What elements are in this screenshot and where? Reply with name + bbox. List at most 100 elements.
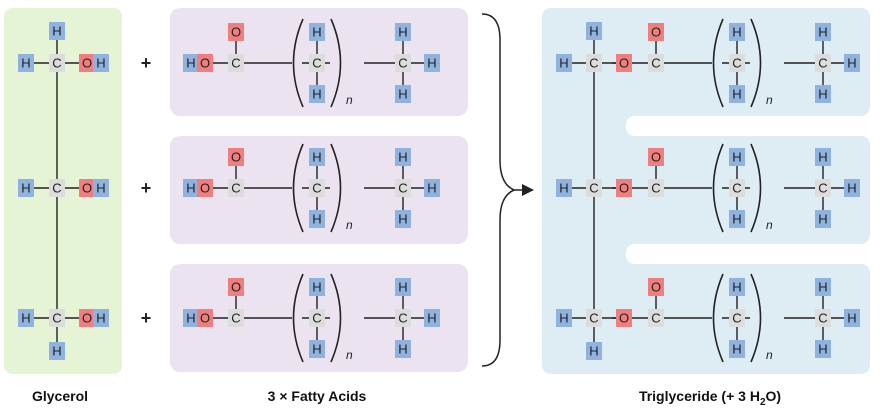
fatty-acid-ch3-carbon-box	[395, 179, 411, 197]
fatty-acid-acid-h-box	[183, 179, 199, 197]
triglyceride-ester-ch3-top-h-symbol: H	[818, 280, 827, 295]
triglyceride-ester-ch3-bottom-h-box	[815, 210, 831, 228]
fatty-acid-ch3-end-h-symbol: H	[427, 311, 436, 326]
fatty-acid-ch2-bottom-h-symbol: H	[312, 87, 321, 102]
glycerol-hydroxyl-h-box	[93, 54, 109, 72]
triglyceride-glycerol-carbon-symbol: C	[589, 311, 598, 326]
fatty-acid-ch3-top-h-box	[395, 278, 411, 296]
glycerol-hydroxyl-h-box	[93, 309, 109, 327]
fatty-acid-ch2-bottom-h-symbol: H	[312, 212, 321, 227]
triglyceride-ester-ch3-carbon-symbol: C	[818, 181, 827, 196]
triglyceride-caption-subscript: 2	[759, 396, 766, 408]
triglyceride-ester-ch2-bottom-h-box	[729, 210, 745, 228]
fatty-acid-ch2-carbon-box	[309, 54, 325, 72]
triglyceride-ester-ch2-carbon-box	[729, 309, 745, 327]
bracket-right	[750, 18, 762, 108]
glycerol-carbon-box	[49, 179, 65, 197]
fatty-acid-repeat-n: n	[346, 348, 353, 362]
fatty-acid-carbonyl-oxygen-symbol: O	[231, 280, 241, 295]
fatty-acid-acid-oxygen-symbol: O	[200, 56, 210, 71]
triglyceride-left-h-symbol: H	[559, 56, 568, 71]
fatty-acid-ch2-top-h-box	[309, 148, 325, 166]
triglyceride-ester-ch3-bottom-h-symbol: H	[818, 87, 827, 102]
triglyceride-ester-carbonyl-carbon-box	[648, 179, 664, 197]
triglyceride-ester-ch2-carbon-box	[729, 54, 745, 72]
triglyceride-ester-oxygen-box	[616, 309, 632, 327]
glycerol-bottom-h-symbol: H	[52, 344, 61, 359]
triglyceride-bottom-h-symbol: H	[589, 344, 598, 359]
plus-sign: +	[141, 53, 152, 73]
triglyceride-ester-ch3-bottom-h-symbol: H	[818, 212, 827, 227]
triglyceride-ester-ch3-top-h-box	[815, 23, 831, 41]
fatty-acid-carbonyl-oxygen-box	[228, 148, 244, 166]
triglyceride-ester-carbonyl-oxygen-symbol: O	[651, 25, 661, 40]
triglyceride-caption-suffix: O)	[765, 388, 782, 404]
fatty-acid-carbonyl-carbon-box	[228, 309, 244, 327]
triglyceride-ester-ch3-end-h-symbol: H	[847, 181, 856, 196]
glycerol-oxygen-symbol: O	[82, 311, 92, 326]
glycerol-caption: Glycerol	[10, 388, 110, 404]
fatty-acid-ch3-carbon-box	[395, 54, 411, 72]
triglyceride-left-h-symbol: H	[559, 311, 568, 326]
triglyceride-ester-carbonyl-oxygen-symbol: O	[651, 280, 661, 295]
fatty-acid-ch3-carbon-box	[395, 309, 411, 327]
bracket-right	[330, 273, 342, 363]
bracket-left	[712, 273, 724, 363]
glycerol-oxygen-box	[79, 54, 95, 72]
triglyceride-ester-ch3-top-h-symbol: H	[818, 25, 827, 40]
triglyceride-ester-ch2-top-h-box	[729, 278, 745, 296]
fatty-acid-ch2-carbon-box	[309, 309, 325, 327]
glycerol-oxygen-box	[79, 179, 95, 197]
fatty-acid-carbonyl-oxygen-box	[228, 278, 244, 296]
triglyceride-glycerol-carbon-box	[586, 179, 602, 197]
triglyceride-bottom-h-box	[586, 342, 602, 360]
triglyceride-ester-carbonyl-carbon-symbol: C	[651, 181, 660, 196]
triglyceride-left-h-box	[556, 54, 572, 72]
triglyceride-left-h-box	[556, 179, 572, 197]
triglyceride-ester-ch3-bottom-h-box	[815, 85, 831, 103]
glycerol-left-h-symbol: H	[21, 56, 30, 71]
triglyceride-ester-carbonyl-carbon-symbol: C	[651, 311, 660, 326]
glycerol-hydroxyl-h-box	[93, 179, 109, 197]
glycerol-hydroxyl-h-symbol: H	[96, 56, 105, 71]
glycerol-oxygen-symbol: O	[82, 56, 92, 71]
triglyceride-caption-prefix: Triglyceride (+ 3 H	[638, 388, 760, 404]
fatty-acid-repeat-n: n	[346, 218, 353, 232]
bracket-left	[292, 273, 304, 363]
triglyceride-ester-repeat-n: n	[766, 218, 773, 232]
fatty-acid-ch3-carbon-symbol: C	[398, 56, 407, 71]
fatty-acid-ch2-top-h-box	[309, 278, 325, 296]
triglyceride-ester-ch3-bottom-h-box	[815, 340, 831, 358]
triglyceride-ester-ch2-top-h-box	[729, 148, 745, 166]
fatty-acid-ch2-top-h-box	[309, 23, 325, 41]
triglyceride-ester-carbonyl-oxygen-box	[648, 278, 664, 296]
fatty-acid-acid-h-symbol: H	[186, 56, 195, 71]
fatty-acid-ch2-top-h-symbol: H	[312, 150, 321, 165]
fatty-acid-carbonyl-carbon-box	[228, 54, 244, 72]
triglyceride-ester-ch3-end-h-box	[844, 309, 860, 327]
fatty-acid-ch3-top-h-symbol: H	[398, 280, 407, 295]
bracket-right	[750, 143, 762, 233]
triglyceride-ester-ch3-top-h-box	[815, 148, 831, 166]
triglyceride-ester-oxygen-box	[616, 54, 632, 72]
triglyceride-ester-ch3-end-h-symbol: H	[847, 311, 856, 326]
triglyceride-ester-carbonyl-oxygen-symbol: O	[651, 150, 661, 165]
fatty-acid-ch3-end-h-box	[424, 54, 440, 72]
glycerol-carbon-symbol: C	[52, 311, 61, 326]
triglyceride-ester-ch2-top-h-box	[729, 23, 745, 41]
bracket-right	[330, 18, 342, 108]
triglyceride-ester-carbonyl-carbon-box	[648, 309, 664, 327]
triglyceride-ester-ch2-bottom-h-symbol: H	[732, 342, 741, 357]
triglyceride-ester-ch2-bottom-h-symbol: H	[732, 87, 741, 102]
fatty-acid-ch2-bottom-h-box	[309, 85, 325, 103]
plus-sign: +	[141, 308, 152, 328]
triglyceride-ester-repeat-n: n	[766, 348, 773, 362]
reaction-brace	[481, 13, 516, 367]
triglyceride-ester-ch3-bottom-h-symbol: H	[818, 342, 827, 357]
bracket-left	[292, 143, 304, 233]
triglyceride-ester-oxygen-symbol: O	[619, 311, 629, 326]
fatty-acid-acid-oxygen-symbol: O	[200, 181, 210, 196]
triglyceride-caption: Triglyceride (+ 3 H2O)	[600, 388, 820, 408]
